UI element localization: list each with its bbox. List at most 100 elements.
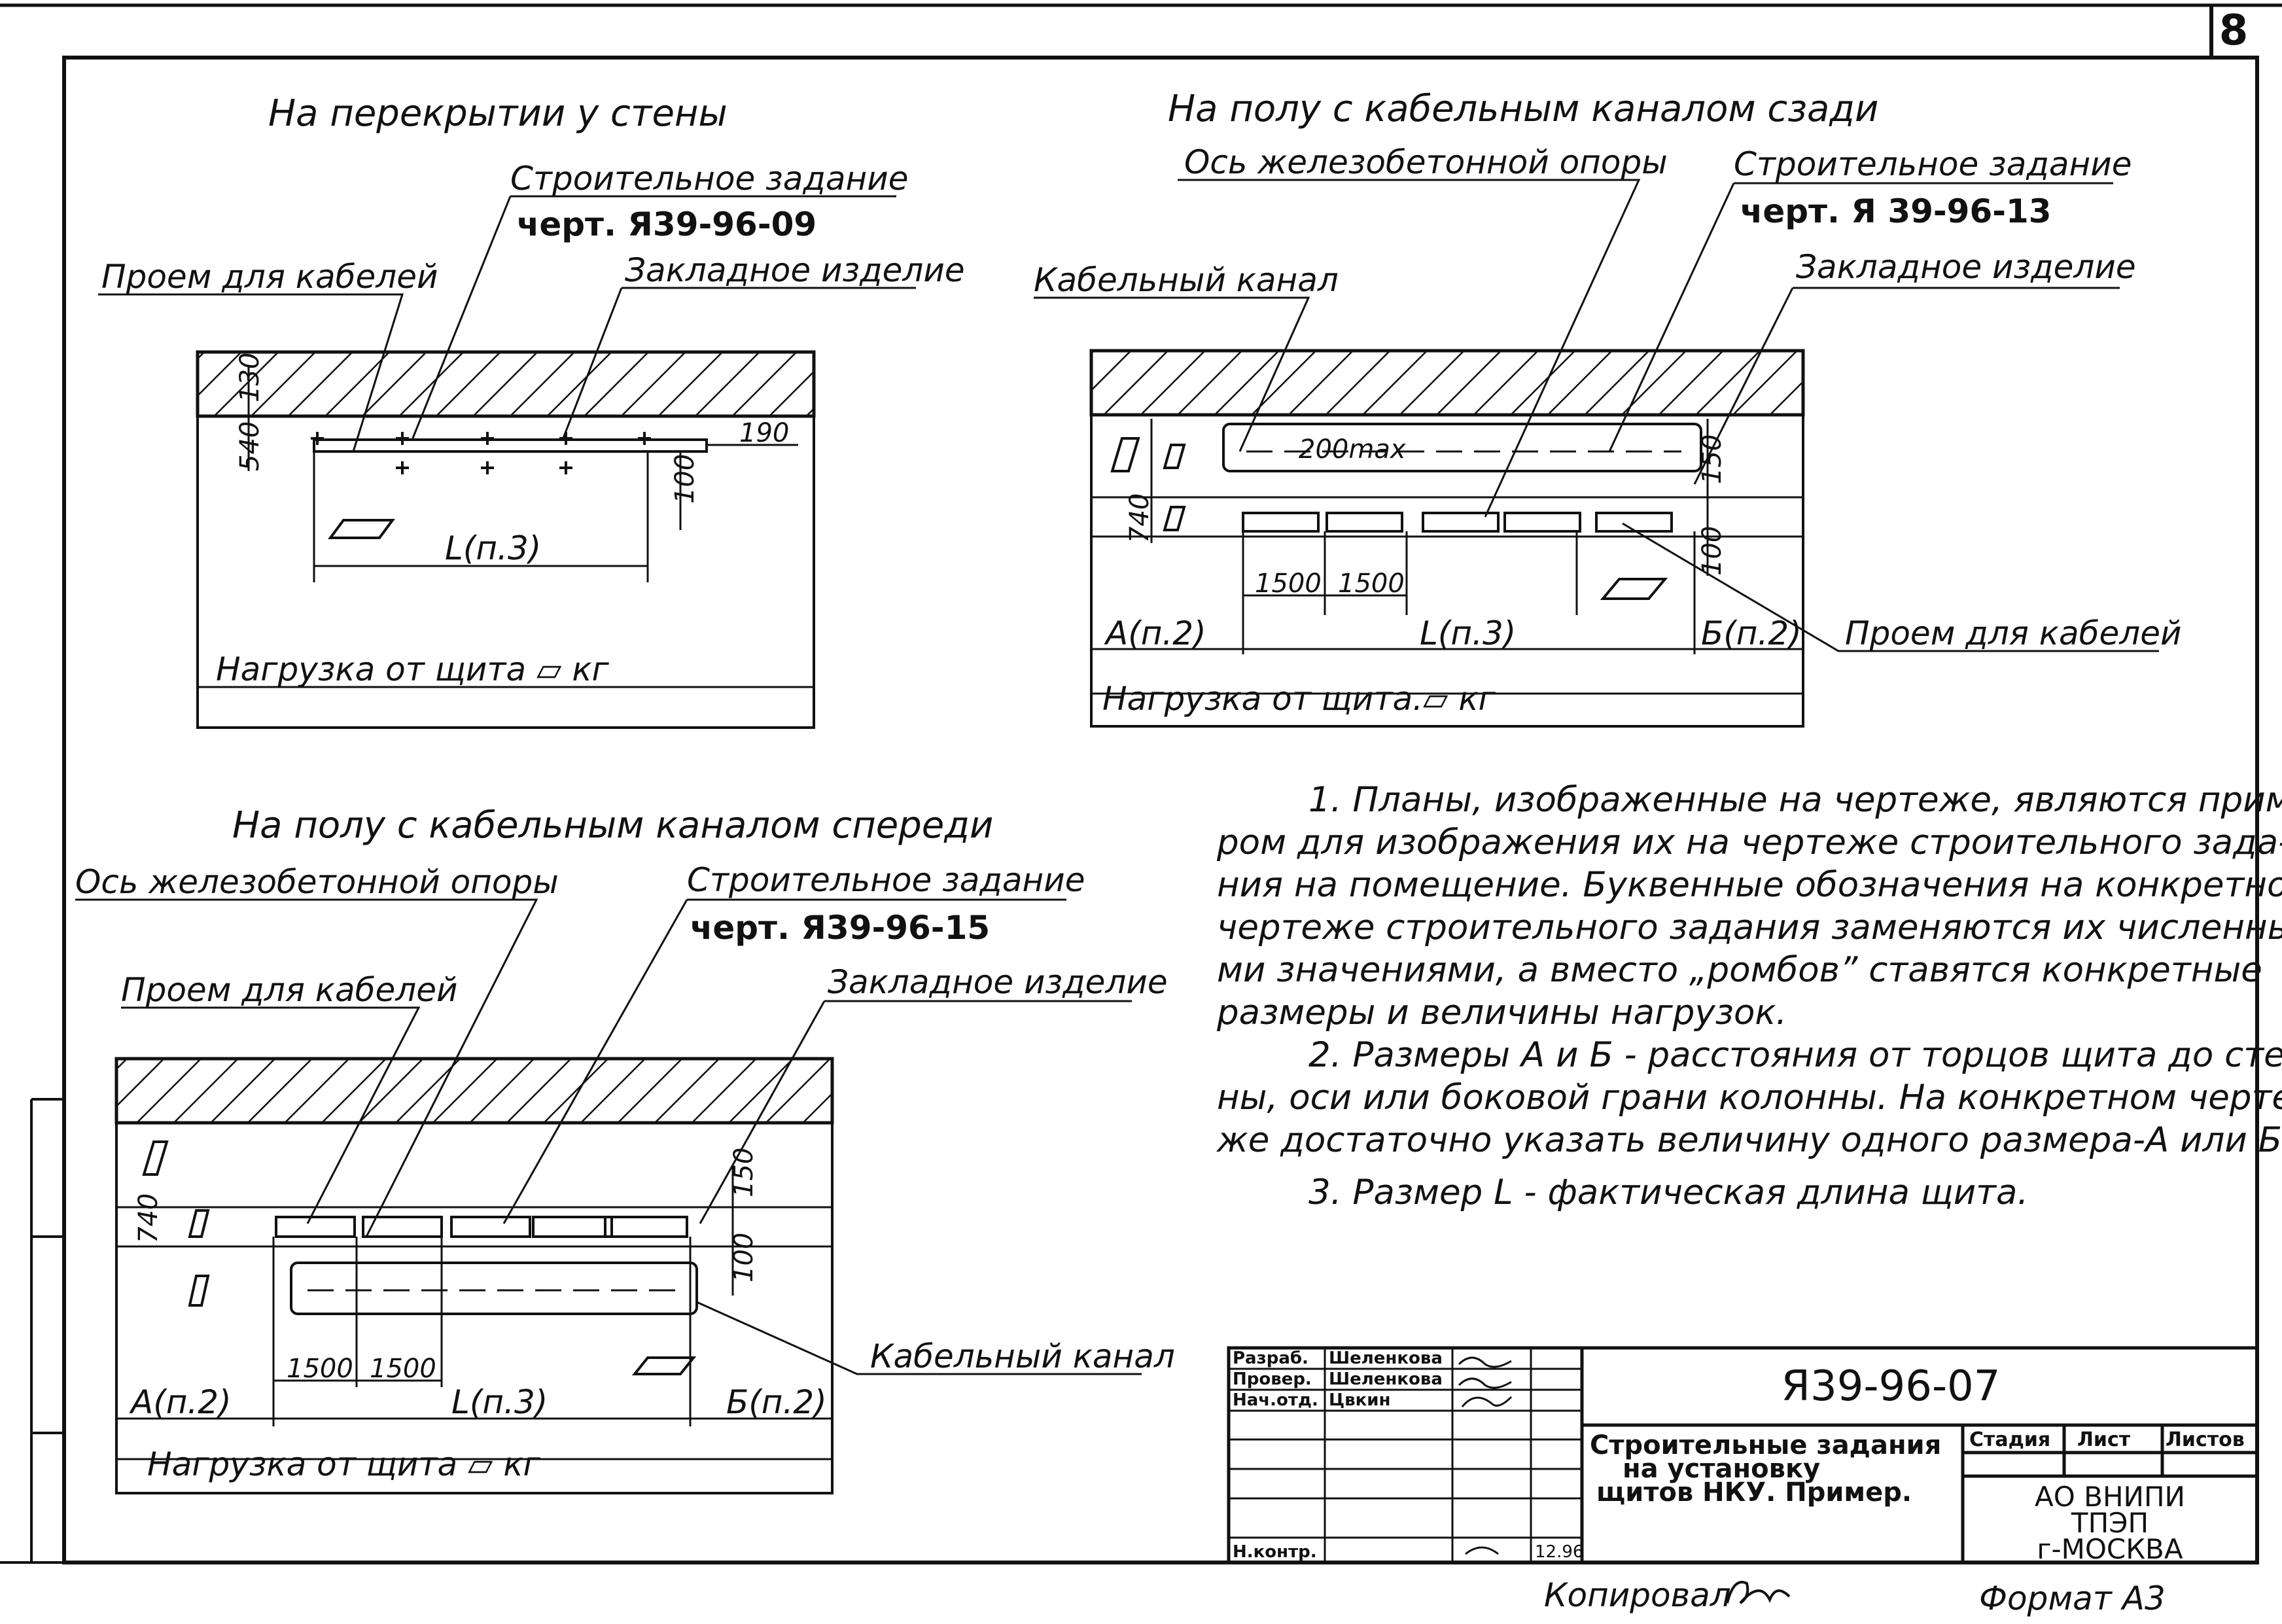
front-dim-A: А(п.2): [129, 1383, 232, 1421]
front-dim-L: L(п.3): [451, 1383, 548, 1421]
front-dim-1500b: 1500: [370, 1354, 436, 1384]
stamp-col-stage: Стадия: [1969, 1428, 2050, 1451]
back-opening-label: Проем для кабелей: [1845, 614, 2181, 652]
front-task-label: Строительное задание: [687, 861, 1085, 899]
notes-block: 1. Планы, изображенные на чертеже, являю…: [1216, 780, 2282, 1212]
stamp-role: Провер.: [1233, 1369, 1312, 1389]
front-wall-hatch: [114, 1057, 834, 1125]
back-dim-A: А(п.2): [1104, 614, 1206, 652]
back-dim-B: Б(п.2): [1701, 614, 1802, 652]
stamp-name: Шеленкова: [1329, 1349, 1443, 1368]
front-leaders: [75, 898, 1142, 1375]
wall-dim-100: 100: [670, 454, 700, 504]
back-dim-150: 150: [1697, 434, 1727, 484]
back-channel-label: Кабельный канал: [1034, 261, 1339, 299]
note-line: 3. Размер L - фактическая длина щита.: [1308, 1173, 2028, 1212]
note-line: ром для изображения их на чертеже строит…: [1216, 822, 2282, 862]
back-rhombus-3: [1163, 506, 1186, 531]
back-dim-1500b: 1500: [1338, 569, 1405, 599]
front-load: Нагрузка от щита ▱ кг: [147, 1445, 541, 1483]
back-load: Нагрузка от щита.▱ кг: [1102, 680, 1496, 718]
back-dim-200max: 200max: [1299, 434, 1406, 465]
note-line: же достаточно указать величину одного ра…: [1216, 1120, 2282, 1160]
view-wall-title: На перекрытии у стены: [268, 92, 728, 135]
footer-format: Формат А3: [1979, 1580, 2166, 1617]
front-rhombus-3: [188, 1275, 210, 1307]
wall-embed-label: Закладное изделие: [625, 251, 965, 289]
stamp-code: Я39-96-07: [1782, 1362, 2001, 1411]
back-embed-row: [1242, 512, 1673, 533]
note-line: 1. Планы, изображенные на чертеже, являю…: [1308, 780, 2282, 820]
note-line: ны, оси или боковой грани колонны. На ко…: [1217, 1078, 2282, 1118]
wall-task-ref: черт. Я39-96-09: [517, 205, 816, 243]
wall-dim-130: 130: [235, 353, 265, 402]
front-outline: [115, 1123, 834, 1494]
stamp-org-line: АО ВНИПИ: [2035, 1481, 2185, 1513]
sheet-number: 8: [2219, 7, 2249, 55]
stamp-org-line: г-МОСКВА: [2037, 1533, 2183, 1565]
footer-copied: Копировал: [1544, 1576, 1731, 1614]
front-dim-740: 740: [133, 1193, 164, 1243]
front-channel-label: Кабельный канал: [870, 1337, 1175, 1375]
note-line: чертеже строительного задания заменяются…: [1217, 908, 2282, 947]
wall-task-label: Строительное задание: [510, 160, 909, 198]
front-task-ref: черт. Я39-96-15: [690, 909, 990, 947]
view-back-title: На полу с кабельным каналом сзади: [1168, 88, 1878, 130]
wall-load: Нагрузка от щита ▱ кг: [216, 650, 610, 688]
front-rhombus-4: [631, 1356, 697, 1375]
wall-panel: [313, 438, 708, 453]
back-rhombus-4: [1600, 578, 1668, 600]
copier-signature: [1726, 1581, 1791, 1604]
front-dim-100: 100: [729, 1233, 759, 1282]
wall-dims: [198, 366, 814, 688]
note-line: 2. Размеры А и Б - расстояния от торцов …: [1308, 1035, 2282, 1075]
stamp-col-sheet: Лист: [2077, 1428, 2131, 1451]
sheet-frame: [0, 3, 2282, 1564]
stamp-role: Разраб.: [1233, 1349, 1308, 1368]
back-axis-label: Ось железобетонной опоры: [1184, 143, 1668, 181]
wall-hatch: [196, 350, 816, 418]
back-outline: [1090, 415, 1804, 728]
wall-embed-marks: [311, 432, 651, 474]
back-dim-L: L(п.3): [1420, 614, 1516, 652]
back-embed-label: Закладное изделие: [1796, 248, 2136, 286]
back-task-label: Строительное задание: [1734, 145, 2132, 183]
wall-dim-L: L(п.3): [445, 529, 541, 567]
front-dim-1500a: 1500: [287, 1354, 353, 1384]
wall-dim-540: 540: [235, 421, 265, 471]
stamp-date: 12.96: [1535, 1542, 1583, 1562]
title-block: Разраб. Шеленкова Провер. Шеленкова Нач.…: [1227, 1346, 2259, 1565]
stamp-name: Цвкин: [1329, 1390, 1390, 1410]
wall-rhombus: [328, 519, 395, 539]
stamp-name: Шеленкова: [1329, 1369, 1443, 1389]
wall-outline: [196, 416, 815, 729]
front-axis-label: Ось железобетонной опоры: [75, 863, 559, 901]
back-channel: [1222, 423, 1702, 472]
front-dim-B: Б(п.2): [726, 1383, 827, 1421]
stamp-org-line: ТПЭП: [2071, 1507, 2149, 1539]
back-dim-1500a: 1500: [1255, 569, 1322, 599]
wall-opening-label: Проем для кабелей: [101, 258, 438, 296]
front-opening-label: Проем для кабелей: [121, 971, 457, 1009]
front-rhombus-1: [142, 1140, 169, 1176]
view-front: На полу с кабельным каналом спереди: [75, 804, 1175, 1494]
stamp-desc-line: щитов НКУ. Пример.: [1596, 1477, 1912, 1508]
view-back: На полу с кабельным каналом сзади: [1034, 88, 2181, 728]
stamp-col-sheets: Листов: [2166, 1428, 2245, 1451]
back-task-ref: черт. Я 39-96-13: [1740, 192, 2052, 230]
note-line: размеры и величины нагрузок.: [1216, 993, 1787, 1033]
stamp-role: Н.контр.: [1233, 1542, 1317, 1562]
back-rhombus-2: [1163, 444, 1186, 469]
note-line: ми значениями, а вместо „ромбов” ставятс…: [1217, 950, 2262, 990]
stamp-desc-line: на установку: [1623, 1454, 1820, 1484]
front-rhombus-2: [188, 1209, 210, 1238]
front-dim-150: 150: [729, 1148, 759, 1197]
front-embed-label: Закладное изделие: [828, 963, 1168, 1001]
view-wall: На перекрытии у стены 130 540 190 100 L(…: [98, 92, 965, 729]
back-wall-hatch: [1089, 349, 1805, 417]
wall-leaders: [98, 195, 916, 452]
note-line: ния на помещение. Буквенные обозначения …: [1217, 865, 2282, 905]
view-front-title: На полу с кабельным каналом спереди: [232, 804, 993, 847]
back-rhombus-1: [1110, 437, 1140, 472]
stamp-desc-line: Строительные задания: [1590, 1430, 1941, 1460]
